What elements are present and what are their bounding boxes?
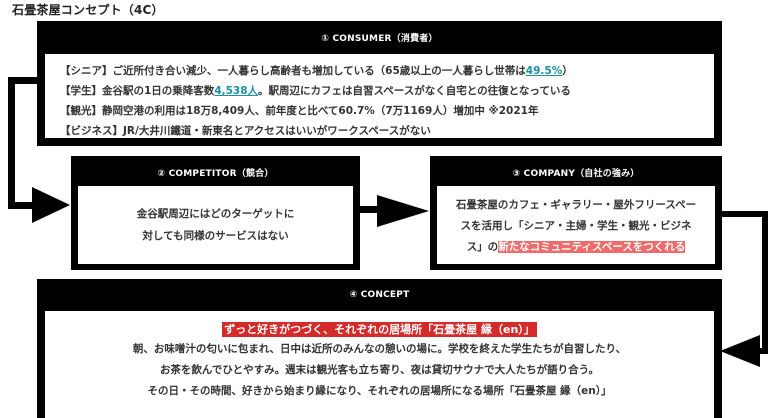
consumer-line-tourism: 【観光】静岡空港の利用は18万8,409人、前年度と比べて60.7%（7万116…	[60, 103, 714, 118]
arrow-left-icon	[720, 335, 760, 367]
consumer-line-text: ）	[562, 65, 573, 77]
page-title: 石畳茶屋コンセプト（4C）	[12, 3, 164, 17]
consumer-box: ① CONSUMER（消費者） 【シニア】ご近所付き合い減少、一人暮らし高齢者も…	[37, 21, 722, 146]
company-box: ③ COMPANY（自社の強み） 石畳茶屋のカフェ・ギャラリー・屋外フリースペー…	[430, 156, 722, 270]
consumer-line-student: 【学生】金谷駅の1日の乗降客数4,538人。駅周辺にカフェは自習スペースがなく自…	[60, 83, 714, 98]
concept-line: 朝、お味噌汁の匂いに包まれ、日中は近所のみんなの憩いの場に。学校を終えた学生たち…	[132, 343, 627, 355]
connector-company-to-concept	[722, 211, 768, 217]
concept-tagline: ずっと好きがつづく、それぞれの居場所「石畳茶屋 縁（en）」	[222, 322, 537, 337]
company-line-last: ス」の新たなコミュニティスペースをつくれる	[437, 239, 715, 254]
consumer-body: 【シニア】ご近所付き合い減少、一人暮らし高齢者も増加している（65歳以上の一人暮…	[45, 54, 714, 138]
competitor-header: ② COMPETITOR（競合）	[157, 169, 274, 179]
consumer-line-text: 【学生】金谷駅の1日の乗降客数	[60, 85, 215, 97]
concept-body: ずっと好きがつづく、それぞれの居場所「石畳茶屋 縁（en）」 朝、お味噌汁の匂い…	[45, 311, 714, 418]
company-highlight: 新たなコミュニティスペースをつくれる	[498, 241, 686, 253]
concept-header: ④ CONCEPT	[349, 290, 410, 300]
student-stat-link[interactable]: 4,538人	[214, 85, 259, 97]
company-line-text: ス」の	[466, 241, 499, 253]
consumer-line-text: 【観光】静岡空港の利用は18万8,409人、前年度と比べて60.7%（7万116…	[60, 105, 539, 117]
arrow-right-icon	[377, 195, 429, 227]
connector-company-to-concept-vertical	[762, 211, 768, 354]
concept-line: その日・その時間、好きから始まり縁になり、それぞれの居場所になる場所「石畳茶屋 …	[147, 385, 612, 397]
consumer-line-business: 【ビジネス】JR/大井川鐵道・新東名とアクセスはいいがワークスペースがない	[60, 123, 714, 138]
consumer-line-text: 。駅周辺にカフェは自習スペースがなく自宅との往復となっている	[258, 85, 571, 97]
connector-consumer-to-competitor-vertical	[8, 77, 15, 209]
company-line: スを活用し「シニア・主婦・学生・観光・ビジネ	[460, 220, 692, 232]
consumer-header: ① CONSUMER（消費者）	[321, 34, 438, 44]
competitor-line: 金谷駅周辺にはどのターゲットに	[136, 208, 295, 220]
concept-box: ④ CONCEPT ずっと好きがつづく、それぞれの居場所「石畳茶屋 縁（en）」…	[37, 279, 722, 418]
competitor-line: 対しても同様のサービスはない	[142, 230, 289, 242]
competitor-body: 金谷駅周辺にはどのターゲットに 対しても同様のサービスはない	[78, 186, 353, 264]
consumer-line-text: 【ビジネス】JR/大井川鐵道・新東名とアクセスはいいがワークスペースがない	[60, 125, 431, 137]
company-body: 石畳茶屋のカフェ・ギャラリー・屋外フリースペー スを活用し「シニア・主婦・学生・…	[437, 186, 715, 264]
arrow-right-icon	[32, 187, 70, 223]
company-line: 石畳茶屋のカフェ・ギャラリー・屋外フリースペー	[455, 199, 697, 211]
concept-tagline-row: ずっと好きがつづく、それぞれの居場所「石畳茶屋 縁（en）」	[45, 321, 714, 337]
competitor-box: ② COMPETITOR（競合） 金谷駅周辺にはどのターゲットに 対しても同様の…	[71, 156, 360, 270]
connector-consumer-to-competitor-horizontal	[8, 202, 38, 209]
consumer-line-senior: 【シニア】ご近所付き合い減少、一人暮らし高齢者も増加している（65歳以上の一人暮…	[60, 63, 714, 78]
concept-line: お茶を飲んでひとやすみ。週末は観光客も立ち寄り、夜は貸切サウナで大人たちが語り合…	[159, 364, 600, 376]
senior-stat-link[interactable]: 49.5%	[525, 65, 563, 77]
consumer-line-text: 【シニア】ご近所付き合い減少、一人暮らし高齢者も増加している（65歳以上の一人暮…	[60, 65, 526, 77]
company-header: ③ COMPANY（自社の強み）	[512, 169, 640, 179]
connector-consumer-to-competitor	[8, 77, 38, 84]
